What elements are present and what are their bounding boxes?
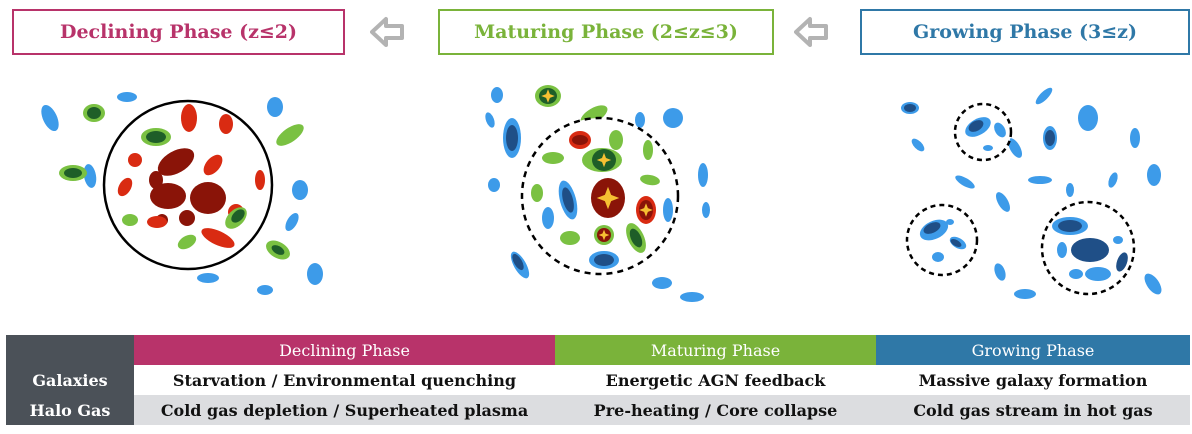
- table-cell: Cold gas depletion / Superheated plasma: [134, 395, 555, 425]
- table-cell: Starvation / Environmental quenching: [134, 365, 555, 395]
- table-row: Halo Gas Cold gas depletion / Superheate…: [6, 395, 1190, 425]
- declining-phase-title: Declining Phase (z≤2): [12, 9, 345, 55]
- table-cell: Cold gas stream in hot gas: [876, 395, 1190, 425]
- maturing-phase-title: Maturing Phase (2≤z≤3): [438, 9, 774, 55]
- left-arrow-icon: [370, 17, 404, 47]
- table-cell: Massive galaxy formation: [876, 365, 1190, 395]
- declining-cluster: [41, 92, 323, 295]
- header-declining: Declining Phase: [134, 335, 555, 365]
- table-cell: Pre-heating / Core collapse: [555, 395, 876, 425]
- galaxy-illustration: [41, 85, 1162, 302]
- row-label-halo-gas: Halo Gas: [6, 395, 134, 425]
- header-maturing: Maturing Phase: [555, 335, 876, 365]
- left-arrow-icon: [794, 17, 828, 47]
- header-growing: Growing Phase: [876, 335, 1190, 365]
- table-cell: Energetic AGN feedback: [555, 365, 876, 395]
- growing-phase-title: Growing Phase (3≤z): [860, 9, 1190, 55]
- row-label-galaxies: Galaxies: [6, 365, 134, 395]
- growing-cluster: [901, 87, 1162, 299]
- maturing-cluster: [485, 85, 710, 302]
- table-row: Galaxies Starvation / Environmental quen…: [6, 365, 1190, 395]
- table-corner: [6, 335, 134, 365]
- phase-summary-table: Declining Phase Maturing Phase Growing P…: [6, 335, 1190, 425]
